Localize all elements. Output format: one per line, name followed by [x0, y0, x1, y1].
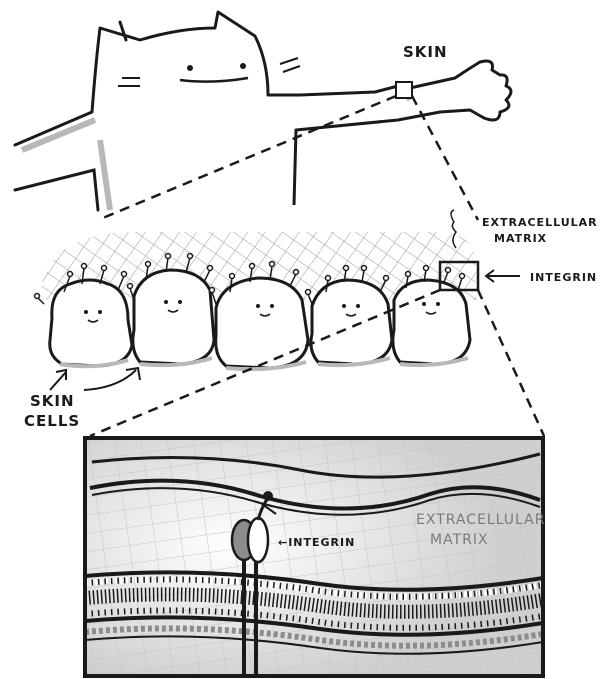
skin-cells-label-line2: CELLS	[24, 412, 80, 430]
skin-cell-4	[311, 280, 392, 364]
skin-cell-2	[133, 270, 214, 364]
integrin-label-zoom: ←INTEGRIN	[278, 536, 355, 549]
cat-eye-left	[187, 65, 193, 71]
cat-eye-right	[240, 63, 246, 69]
skin-cells-label-line1: SKIN	[30, 392, 75, 410]
extracellular-matrix-label-line1: EXTRACELLULAR	[482, 216, 598, 229]
skin-cell-1	[50, 280, 132, 366]
cat-figure	[15, 12, 511, 210]
skin-patch-marker	[396, 82, 412, 98]
integrin-zoom-panel: ←INTEGRIN EXTRACELLULAR MATRIX	[85, 438, 545, 676]
extracellular-matrix-label-line2: MATRIX	[494, 232, 547, 245]
integrin-label-top: INTEGRIN	[530, 271, 597, 284]
extracellular-matrix-zoom-line1: EXTRACELLULAR	[416, 512, 545, 528]
skin-label: SKIN	[403, 43, 448, 61]
extracellular-matrix-zoom-line2: MATRIX	[430, 532, 489, 548]
